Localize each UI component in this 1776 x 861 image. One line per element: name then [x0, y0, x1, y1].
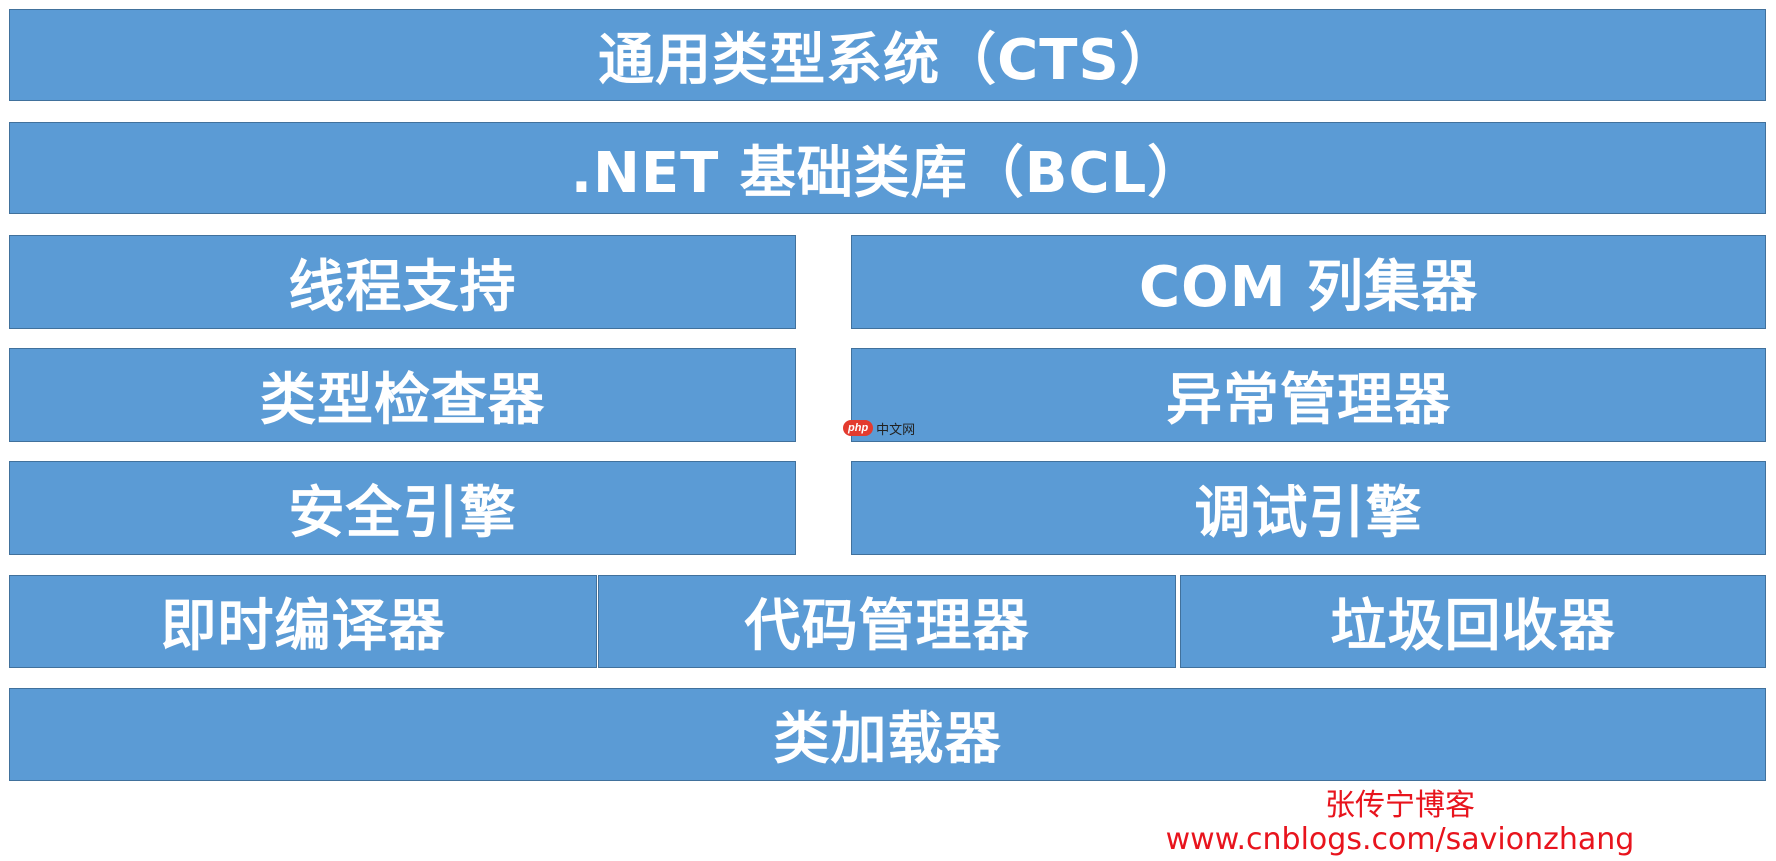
- blog-url-credit: www.cnblogs.com/savionzhang: [1165, 822, 1635, 857]
- decorative-glow: [1080, 764, 1720, 780]
- cts-block: 通用类型系统（CTS）: [9, 9, 1766, 101]
- type-checker-block: 类型检查器: [9, 348, 796, 442]
- php-watermark: php 中文网: [843, 418, 915, 438]
- bcl-block: .NET 基础类库（BCL）: [9, 122, 1766, 214]
- exception-manager-block: 异常管理器: [851, 348, 1766, 442]
- jit-compiler-block: 即时编译器: [9, 575, 597, 668]
- php-logo-icon: php: [843, 420, 874, 436]
- garbage-collector-block: 垃圾回收器: [1180, 575, 1766, 668]
- com-marshaler-block: COM 列集器: [851, 235, 1766, 329]
- blog-author-credit: 张传宁博客: [1325, 788, 1475, 823]
- php-watermark-text: 中文网: [876, 422, 916, 438]
- security-engine-block: 安全引擎: [9, 461, 796, 555]
- code-manager-block: 代码管理器: [598, 575, 1176, 668]
- debug-engine-block: 调试引擎: [851, 461, 1766, 555]
- thread-support-block: 线程支持: [9, 235, 796, 329]
